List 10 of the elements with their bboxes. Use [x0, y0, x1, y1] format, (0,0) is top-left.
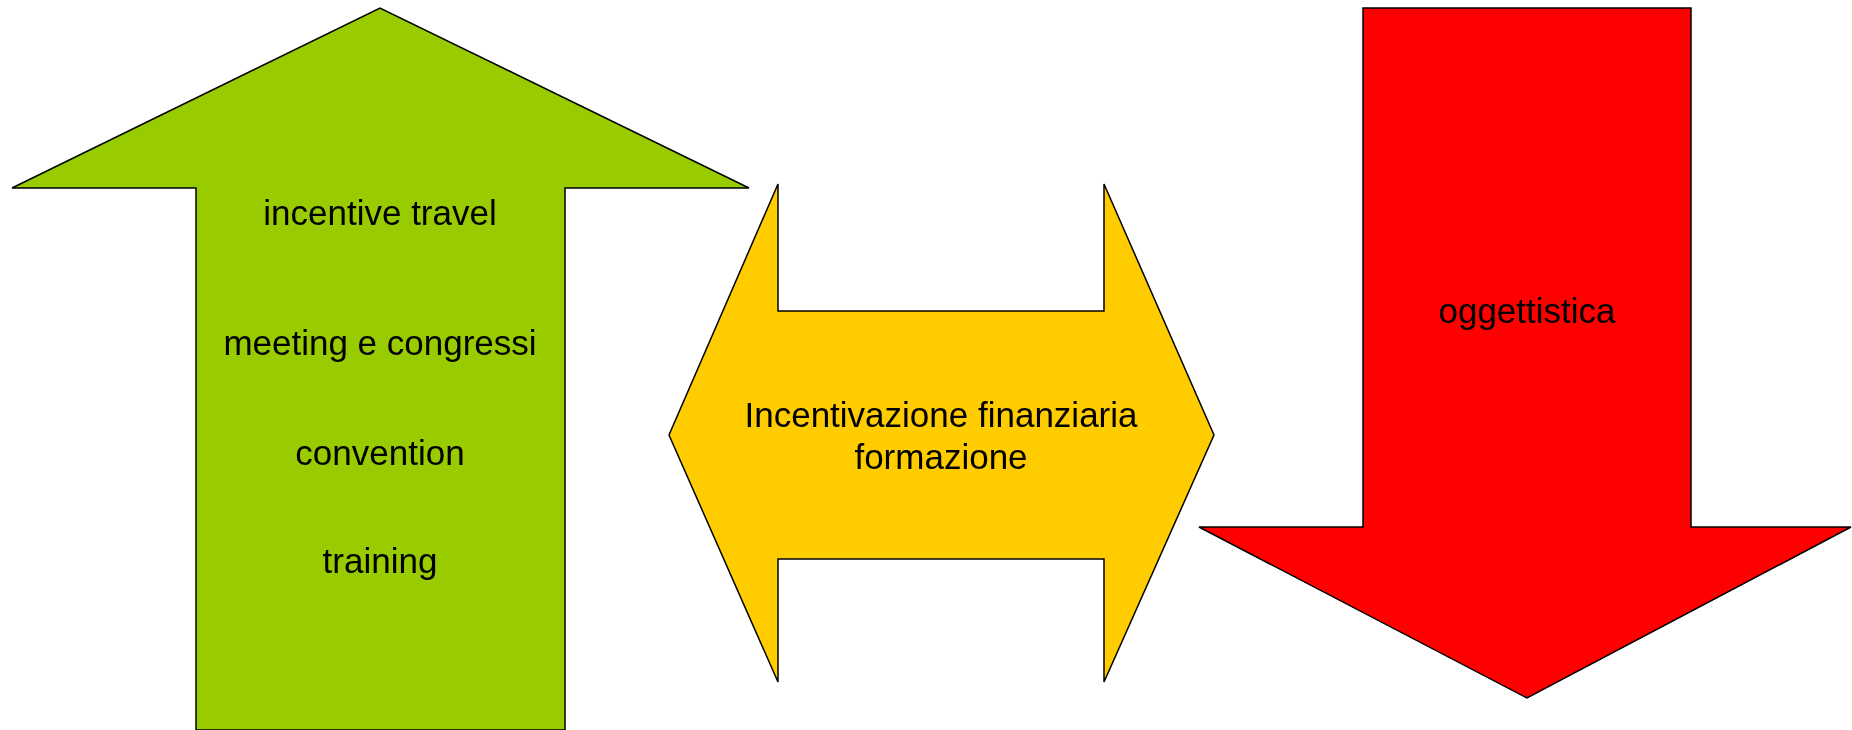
double-arrow-shape — [669, 184, 1214, 682]
arrow-label: formazione — [854, 438, 1028, 477]
arrow-label: training — [322, 542, 438, 581]
arrow-label: incentive travel — [263, 194, 497, 233]
arrow-label: meeting e congressi — [223, 324, 537, 363]
down-arrow-shape — [1199, 8, 1851, 698]
up-arrow-shape — [12, 8, 749, 730]
arrow-label: convention — [295, 434, 465, 473]
arrow-label: oggettistica — [1438, 292, 1616, 331]
arrow-label: Incentivazione finanziaria — [744, 396, 1138, 435]
